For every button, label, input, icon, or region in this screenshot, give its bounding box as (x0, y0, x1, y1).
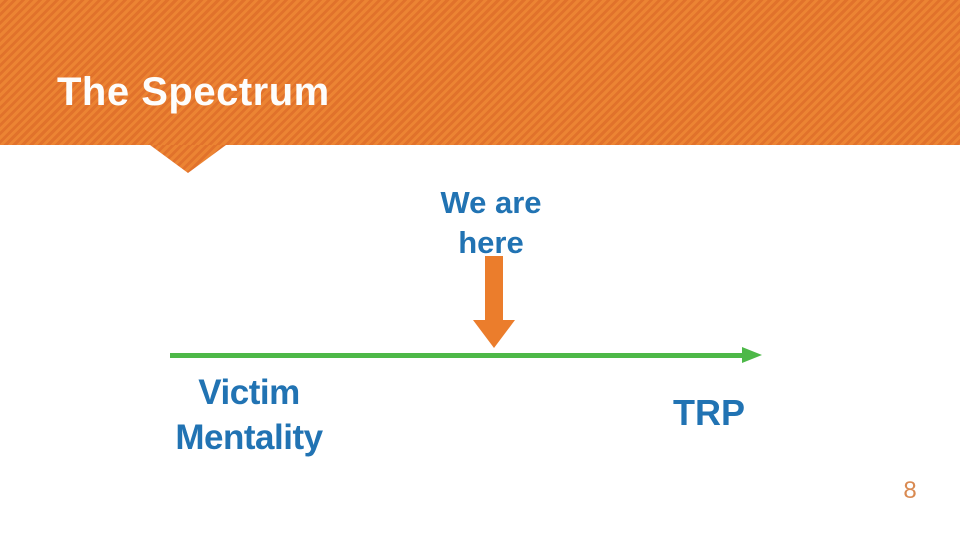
spectrum-axis-line (170, 353, 742, 358)
header-notch-triangle (150, 145, 226, 173)
we-are-here-line2: here (458, 225, 524, 260)
victim-mentality-label: Victim Mentality (149, 370, 349, 460)
we-are-here-label: We are here (391, 183, 591, 263)
down-arrow-head-icon (473, 320, 515, 348)
right-arrowhead-icon (742, 347, 762, 363)
victim-mentality-line1: Victim (198, 373, 300, 412)
down-arrow-icon (485, 256, 503, 320)
trp-label: TRP (673, 392, 745, 433)
slide-header-banner: The Spectrum (0, 0, 960, 145)
we-are-here-line1: We are (440, 185, 542, 220)
slide-title: The Spectrum (57, 70, 330, 114)
victim-mentality-line2: Mentality (175, 418, 323, 457)
page-number: 8 (903, 477, 917, 504)
